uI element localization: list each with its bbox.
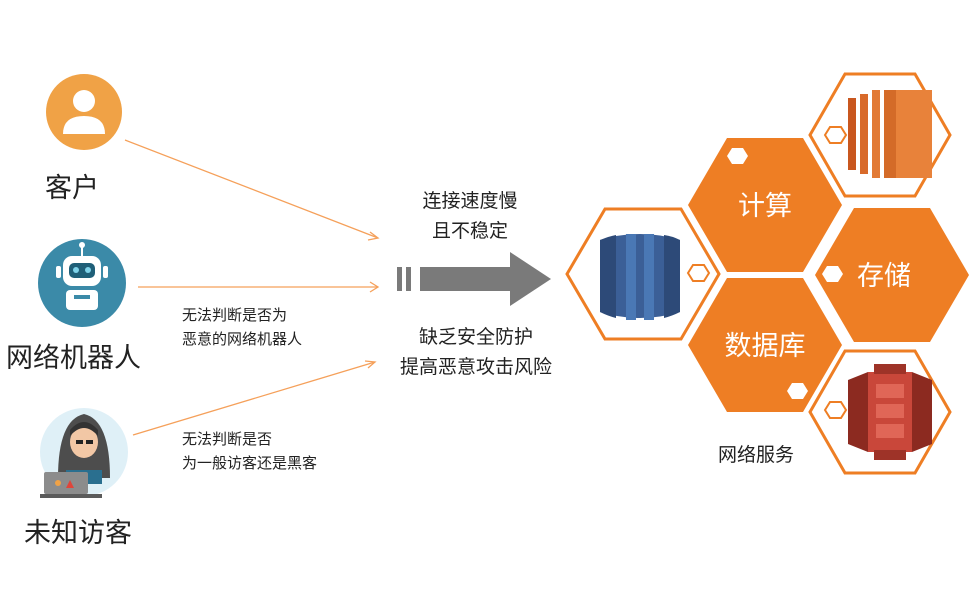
bot-label: 网络机器人 — [6, 343, 141, 374]
speed-problem-line2: 且不稳定 — [431, 220, 508, 242]
bot-note-line2: 恶意的网络机器人 — [182, 330, 303, 348]
security-problem-line1: 缺乏安全防护 — [418, 326, 533, 348]
services-hex-cluster: 计算 存储 数据库 — [565, 72, 969, 475]
database-cylinder-icon — [600, 234, 680, 320]
storage-link-marker-icon — [823, 401, 848, 419]
security-problem-note: 缺乏安全防护 提高恶意攻击风险 — [376, 322, 576, 382]
speed-problem-line1: 连接速度慢 — [422, 190, 518, 212]
database-hexagon — [688, 278, 842, 412]
speed-problem-note: 连接速度慢 且不稳定 — [405, 186, 535, 246]
compute-hexagon — [688, 138, 842, 272]
bot-note: 无法判断是否为 恶意的网络机器人 — [182, 303, 302, 351]
customer-connector-line — [124, 139, 379, 239]
storage-icon-outline-hexagon — [808, 349, 952, 475]
database-label: 数据库 — [725, 331, 806, 362]
services-caption: 网络服务 — [718, 444, 795, 466]
database-outline-hexagon — [565, 207, 721, 341]
compute-icon-outline-hexagon — [808, 72, 952, 198]
compute-label: 计算 — [738, 191, 792, 222]
bot-connector-arrowhead — [369, 281, 380, 293]
robot-avatar-icon — [38, 239, 126, 327]
storage-label: 存储 — [857, 261, 911, 292]
storage-hexagon — [815, 208, 969, 342]
storage-marker-icon — [822, 266, 843, 282]
visitor-note: 无法判断是否 为一般访客还是黑客 — [182, 427, 317, 475]
visitor-note-line2: 为一般访客还是黑客 — [182, 454, 318, 472]
connector-lines — [124, 139, 380, 436]
compute-marker-icon — [727, 148, 748, 164]
visitor-label: 未知访客 — [24, 518, 132, 549]
database-marker-icon — [787, 383, 808, 399]
compute-server-icon — [848, 90, 932, 178]
customer-connector-arrowhead — [367, 231, 380, 241]
database-link-marker-icon — [686, 264, 711, 282]
security-problem-line2: 提高恶意攻击风险 — [399, 356, 552, 378]
bot-note-line1: 无法判断是否为 — [182, 306, 288, 324]
visitor-connector-line — [132, 361, 376, 436]
customer-label: 客户 — [45, 173, 99, 204]
visitor-note-line1: 无法判断是否 — [182, 430, 273, 448]
customer-avatar-icon — [46, 74, 122, 150]
storage-bucket-icon — [848, 364, 932, 460]
compute-link-marker-icon — [823, 126, 848, 144]
visitor-connector-arrowhead — [364, 360, 377, 369]
hacker-avatar-icon — [40, 408, 128, 498]
traffic-arrow-icon — [397, 252, 551, 306]
